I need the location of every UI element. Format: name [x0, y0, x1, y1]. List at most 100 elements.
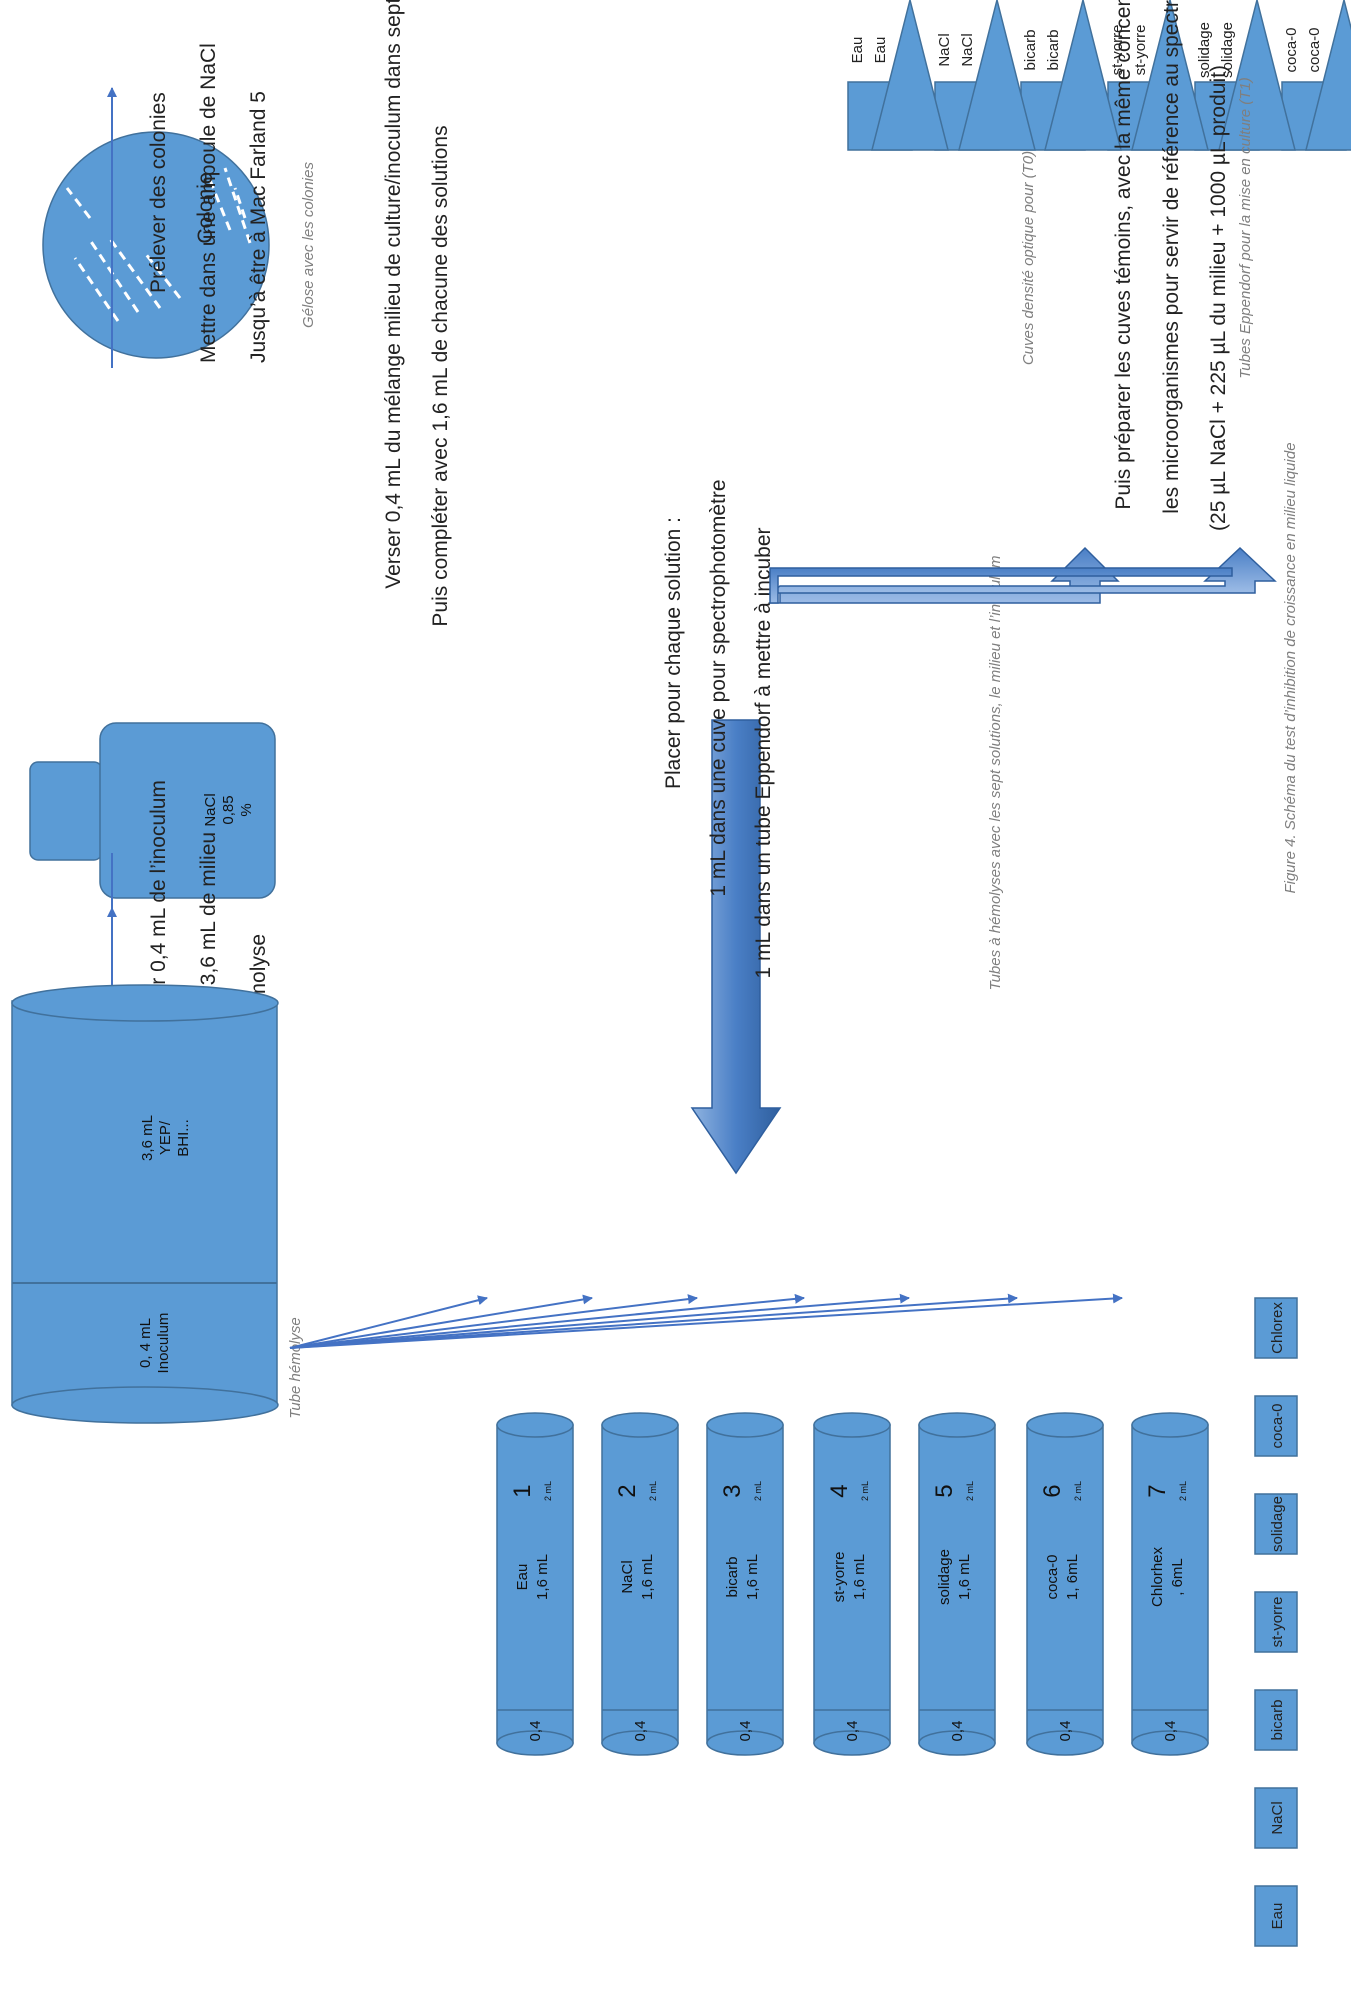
temoins-row: Eau NaCl bicarb st-yorre solidage coca-0 Chlor…: [1254, 1297, 1298, 1947]
ampoule-line-2: 0,85: [220, 795, 237, 824]
cuve-label: Eau: [872, 37, 889, 64]
split-connector: [767, 546, 1277, 604]
temoin-label: NaCl: [1269, 1801, 1286, 1834]
tube-solution: NaCl: [619, 1560, 636, 1593]
tube-volume: 2 mL: [1178, 1481, 1188, 1501]
cuve-label: solidage: [1219, 22, 1236, 78]
tube-solution-volume: 1, 6mL: [1064, 1554, 1081, 1600]
tube-solution-volume: 1,6 mL: [639, 1554, 656, 1600]
step4-line-3: 1 mL dans un tube Eppendorf à mettre à i…: [752, 527, 775, 978]
tube-solution-volume: 1,6 mL: [956, 1554, 973, 1600]
temoin-coca-0: coca-0: [1254, 1395, 1298, 1457]
temoin-label: solidage: [1269, 1496, 1286, 1552]
petri-dish: Colonie: [42, 131, 270, 359]
step4-line-1: Placer pour chaque solution :: [662, 517, 685, 789]
tube-solution: Chlorhex: [1149, 1546, 1166, 1607]
step1-line-2: Mettre dans une ampoule de NaCl: [197, 43, 220, 363]
step3-line-2: Puis compléter avec 1,6 mL de chacune de…: [429, 125, 452, 626]
fan-arrow: [289, 1293, 1018, 1349]
eppendorf-label: NaCl: [936, 33, 953, 66]
hemolyse-top-line-1: 3,6 mL: [139, 1115, 156, 1161]
tube-base-volume: 0,4: [1057, 1721, 1074, 1742]
tube-volume: 2 mL: [753, 1481, 763, 1501]
tube-base-volume: 0,4: [1162, 1721, 1179, 1742]
step5-line-2: les microorganismes pour servir de référ…: [1160, 0, 1183, 514]
tube-number: 3: [719, 1484, 746, 1497]
tube-solution: bicarb: [724, 1557, 741, 1598]
eppendorf-solidage: solidage: [1196, 0, 1296, 151]
step1-line-1: Prélever des colonies: [147, 92, 170, 293]
temoin-Chlorex: Chlorex: [1254, 1297, 1298, 1359]
eppendorf-Eau: Eau: [849, 0, 949, 151]
cuves-caption: Cuves densité optique pour (T0): [1020, 151, 1037, 365]
fan-arrow: [289, 1294, 698, 1349]
big-arrow: [690, 719, 782, 1175]
tube-number: 6: [1039, 1484, 1066, 1497]
eppendorf-label: solidage: [1196, 22, 1213, 78]
tube-solution: st-yorre: [831, 1552, 848, 1603]
eppendorf-label: st-yorre: [1109, 25, 1126, 76]
temoin-Eau: Eau: [1254, 1885, 1298, 1947]
hemolyse-top-line-2: YEP/: [157, 1120, 174, 1155]
eppendorf-bicarb: bicarb: [1022, 0, 1122, 151]
step3-line-1: Verser 0,4 mL du mélange milieu de cultu…: [382, 0, 405, 589]
figure-caption: Figure 4. Schéma du test d’inhibition de…: [1282, 442, 1299, 893]
tube-solution-volume: , 6mL: [1169, 1558, 1186, 1596]
eppendorf-coca-0: coca-0: [1283, 0, 1351, 151]
eppendorf-caption: Tubes Eppendorf pour la mise en culture …: [1237, 77, 1254, 379]
temoin-label: bicarb: [1269, 1700, 1286, 1741]
temoin-label: coca-0: [1269, 1403, 1286, 1448]
ampoule-line-1: NaCl: [202, 793, 219, 826]
tube-volume: 2 mL: [965, 1481, 975, 1501]
tube-base-volume: 0,4: [844, 1721, 861, 1742]
temoin-NaCl: NaCl: [1254, 1787, 1298, 1849]
temoin-label: Chlorex: [1269, 1302, 1286, 1354]
tube-volume: 2 mL: [648, 1481, 658, 1501]
tube-7: 7 2 mL Chlorhex, 6mL 0,4: [1131, 1412, 1209, 1756]
tube-solution-volume: 1,6 mL: [534, 1554, 551, 1600]
tube-solution: coca-0: [1044, 1554, 1061, 1599]
tube-number: 7: [1144, 1484, 1171, 1497]
tubes-caption: Tubes à hémolyses avec les sept solution…: [987, 556, 1004, 991]
cuve-label: bicarb: [1045, 30, 1062, 71]
eppendorf-st-yorre: st-yorre: [1109, 0, 1209, 151]
temoin-label: Eau: [1269, 1903, 1286, 1930]
tube-number: 4: [826, 1484, 853, 1497]
tube-solution: solidage: [936, 1549, 953, 1605]
hemolyse-bottom-line-1: 0, 4 mL: [137, 1318, 154, 1368]
temoin-st-yorre: st-yorre: [1254, 1591, 1298, 1653]
temoin-label: st-yorre: [1269, 1597, 1286, 1648]
petri-caption: Gélose avec les colonies: [300, 162, 317, 328]
ampoule-line-3: %: [238, 803, 255, 816]
eppendorf-label: coca-0: [1283, 27, 1300, 72]
tube-volume: 2 mL: [860, 1481, 870, 1501]
hemolyse-bottom-line-2: Inoculum: [155, 1313, 172, 1374]
step5-line-1: Puis préparer les cuves témoins, avec la…: [1112, 0, 1135, 510]
step1-line-3: Jusqu’à être à Mac Farland 5: [247, 91, 270, 363]
step1-text: Prélever des colonies Mettre dans une am…: [147, 43, 270, 363]
tube-solution-volume: 1,6 mL: [851, 1554, 868, 1600]
tube-solution-volume: 1,6 mL: [744, 1554, 761, 1600]
cuve-label: st-yorre: [1132, 25, 1149, 76]
tube-number: 1: [509, 1484, 536, 1497]
temoin-solidage: solidage: [1254, 1493, 1298, 1555]
tube-base-volume: 0,4: [737, 1721, 754, 1742]
tube-base-volume: 0,4: [527, 1721, 544, 1742]
step4-line-2: 1 mL dans une cuve pour spectrophotomètr…: [707, 479, 730, 896]
fan-arrow: [289, 1294, 593, 1349]
hemolyse-caption: Tube hémolyse: [287, 1317, 304, 1418]
cuve-label: coca-0: [1306, 27, 1323, 72]
fan-arrow: [289, 1293, 805, 1349]
eppendorf-NaCl: NaCl: [936, 0, 1036, 151]
distribution-arrows: [289, 1293, 1123, 1349]
hemolyse-top-line-3: BHI...: [175, 1119, 192, 1157]
cuve-label: NaCl: [959, 33, 976, 66]
petri-label: Colonie: [194, 172, 217, 243]
eppendorf-label: Eau: [849, 37, 866, 64]
